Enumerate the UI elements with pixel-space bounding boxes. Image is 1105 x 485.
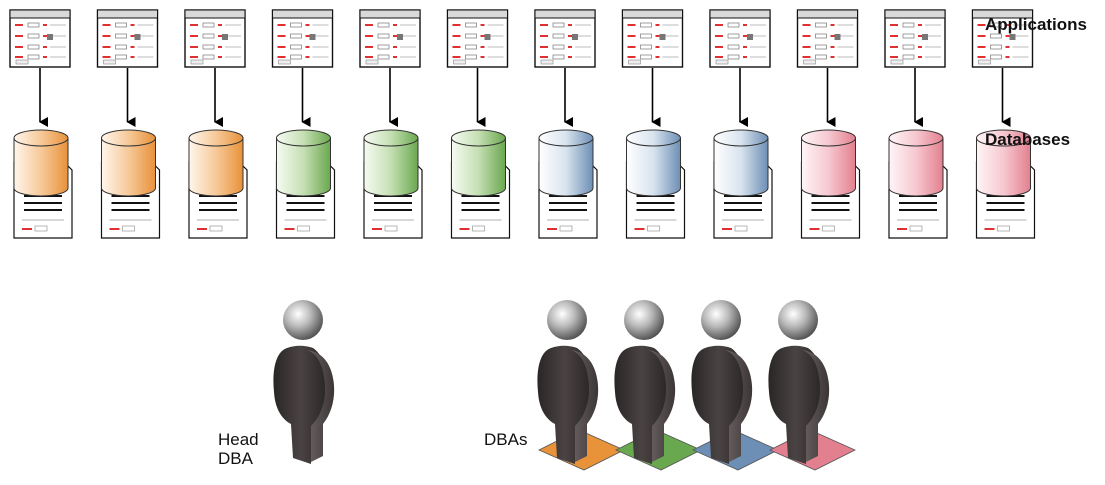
applications-label: Applications [985, 15, 1088, 34]
person-shade [648, 350, 676, 462]
dba-figure [768, 300, 856, 471]
database-cylinder [713, 129, 769, 197]
databases-label: Databases [985, 130, 1071, 149]
person-head [701, 300, 741, 340]
dbas-label: DBAs [484, 430, 528, 449]
application-window [9, 9, 71, 68]
person-body [537, 345, 592, 464]
database-cylinder [13, 129, 69, 197]
dba-figure [537, 300, 625, 471]
person-body [614, 345, 669, 464]
application-window [96, 9, 159, 68]
application-window [271, 9, 334, 68]
database-cylinder [538, 129, 594, 197]
person-shade [571, 350, 599, 462]
person-shade [725, 350, 753, 462]
application-window [709, 9, 771, 68]
connector-arrows [39, 68, 1011, 127]
person-shade [307, 350, 335, 462]
head-dba-figure [273, 300, 335, 464]
application-window [884, 9, 946, 68]
person-head [778, 300, 818, 340]
person-body [768, 345, 823, 464]
application-window [359, 9, 421, 68]
application-window [534, 9, 596, 68]
person-body [691, 345, 746, 464]
database-cylinder [626, 129, 681, 197]
database-cylinder [976, 129, 1031, 197]
person-body [273, 345, 328, 464]
application-window [621, 9, 684, 68]
database-cylinder [801, 129, 856, 197]
applications-row [9, 9, 1034, 68]
head-dba-label: Head DBA [218, 430, 259, 468]
database-cylinder [276, 129, 331, 197]
dba-figure [691, 300, 779, 471]
person-head [283, 300, 323, 340]
application-window [446, 9, 509, 68]
person-head [547, 300, 587, 340]
database-cylinder [451, 129, 506, 197]
person-shade [802, 350, 830, 462]
people-group [273, 300, 856, 471]
application-window [184, 9, 246, 68]
database-cylinder [101, 129, 156, 197]
databases-row [13, 129, 1036, 239]
application-window [796, 9, 859, 68]
database-cylinder [188, 129, 244, 197]
database-cylinder [888, 129, 944, 197]
person-head [624, 300, 664, 340]
dba-figure [614, 300, 702, 471]
database-cylinder [363, 129, 419, 197]
application-window [971, 9, 1034, 68]
